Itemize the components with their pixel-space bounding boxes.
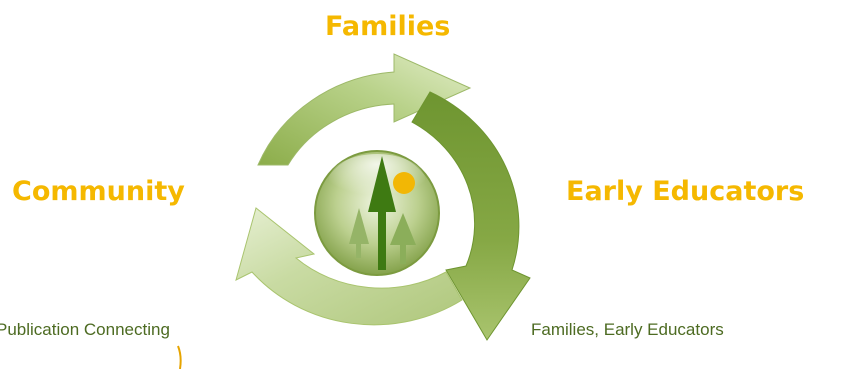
arrow-educators-to-community	[411, 91, 531, 341]
caption-right: Families, Early Educators	[531, 320, 724, 339]
caption-left: Publication Connecting	[0, 320, 170, 339]
label-community: Community	[12, 176, 185, 207]
trees-and-sun-orb-icon	[314, 150, 440, 276]
arrow-families-to-educators	[257, 53, 472, 166]
label-families: Families	[325, 11, 451, 42]
label-early-educators: Early Educators	[566, 176, 805, 207]
arrow-community-to-families	[235, 207, 463, 326]
connector-tick	[177, 345, 182, 369]
